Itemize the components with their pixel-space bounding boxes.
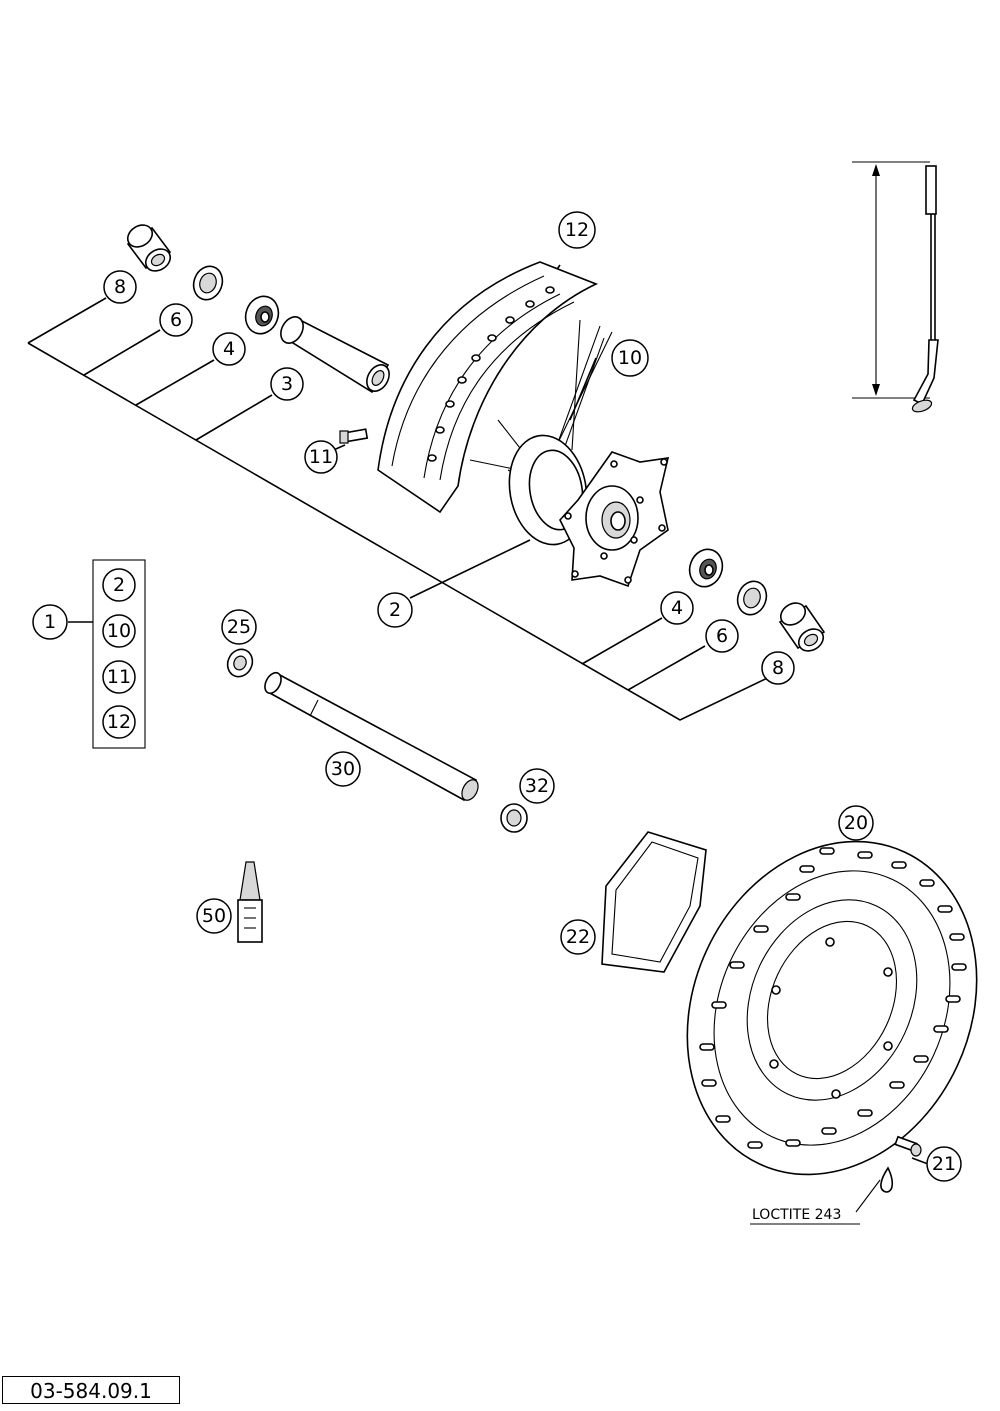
- callout-label: 8: [114, 276, 126, 298]
- callout-nipple-11: 11: [304, 440, 338, 474]
- callout-label: 2: [389, 599, 401, 621]
- callout-label: 10: [107, 620, 131, 642]
- callout-label: 4: [223, 338, 235, 360]
- callout-disc-20: 20: [838, 805, 874, 841]
- callout-label: 21: [932, 1153, 956, 1175]
- seal-6-left-part: [192, 265, 224, 301]
- callout-label: 22: [566, 926, 590, 948]
- callout-label: 32: [525, 775, 549, 797]
- callout-nut-25: 25: [221, 609, 257, 645]
- spacer-8-right-part: [778, 602, 826, 652]
- spacer-tube-3-part: [280, 316, 390, 394]
- callout-label: 4: [671, 597, 683, 619]
- screw-32-part: [500, 803, 528, 833]
- callout-label: 6: [716, 625, 728, 647]
- nut-25-part: [226, 648, 254, 678]
- callout-spacer-8-left: 8: [103, 270, 137, 304]
- callout-tube-3: 3: [270, 367, 304, 401]
- rim-spoke-holes: [427, 286, 555, 462]
- callout-set-1: 1: [32, 604, 68, 640]
- callout-label: 30: [331, 758, 355, 780]
- callout-label: 50: [202, 905, 226, 927]
- callout-seal-6-left: 6: [159, 303, 193, 337]
- callout-label: 2: [113, 574, 125, 596]
- drawing-number-label: 03-584.09.1: [2, 1376, 180, 1404]
- brake-disc-slots: [699, 847, 967, 1149]
- callout-kit-10: 10: [102, 614, 136, 648]
- nipple-11-part: [339, 428, 369, 444]
- spacer-8-left-part: [126, 224, 172, 272]
- callout-label: 11: [107, 666, 131, 688]
- loctite-drop-icon: [880, 1166, 894, 1193]
- callout-label: 6: [170, 309, 182, 331]
- callout-rim-12: 12: [558, 211, 596, 249]
- callout-label: 10: [618, 347, 642, 369]
- spacer-plate-22-part: [601, 831, 707, 973]
- callout-kit-11: 11: [102, 660, 136, 694]
- assembly-axis-lines: [27, 264, 929, 1225]
- bearing-4-right-part: [688, 548, 724, 588]
- callout-label: 12: [107, 711, 131, 733]
- brake-disc-bolt-holes: [769, 937, 893, 1099]
- parts-kit-box: [92, 559, 146, 749]
- callout-label: 25: [227, 616, 251, 638]
- callout-label: 1: [44, 611, 56, 633]
- callout-hub-2: 2: [377, 592, 413, 628]
- callout-bearing-4-left: 4: [212, 332, 246, 366]
- callout-label: 3: [281, 373, 293, 395]
- callout-label: 11: [309, 446, 333, 468]
- callout-kit-12: 12: [102, 705, 136, 739]
- callout-seal-6-right: 6: [705, 619, 739, 653]
- axle-30-part: [264, 671, 479, 802]
- callout-spacer-22: 22: [560, 919, 596, 955]
- brake-disc-20-part: [686, 840, 978, 1176]
- rim-12-part: [377, 261, 599, 514]
- callout-bearing-4-right: 4: [660, 591, 694, 625]
- callout-label: 12: [565, 219, 589, 241]
- disc-bolt-21-part: [894, 1135, 922, 1157]
- hub-2-part: [508, 434, 670, 588]
- bearing-4-left-part: [244, 295, 280, 335]
- callout-spoke-10: 10: [611, 339, 649, 377]
- callout-kit-2: 2: [102, 568, 136, 602]
- hub-flange-bolt-holes: [564, 458, 668, 584]
- callout-screw-32: 32: [519, 768, 555, 804]
- loctite-note: LOCTITE 243: [752, 1207, 841, 1223]
- spoke-length-diagram: [852, 161, 939, 413]
- callout-spacer-8-right: 8: [761, 651, 795, 685]
- grease-tube-50-part: [237, 861, 263, 943]
- seal-6-right-part: [736, 580, 768, 616]
- callout-axle-30: 30: [325, 751, 361, 787]
- callout-label: 20: [844, 812, 868, 834]
- callout-bolt-21: 21: [926, 1146, 962, 1182]
- callout-grease-50: 50: [196, 898, 232, 934]
- callout-label: 8: [772, 657, 784, 679]
